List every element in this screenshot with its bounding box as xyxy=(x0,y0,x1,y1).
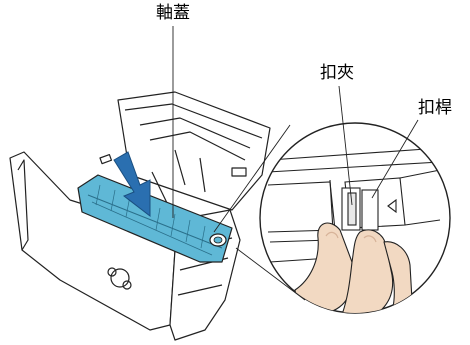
scanner-illustration xyxy=(9,91,271,341)
detail-callout xyxy=(213,122,451,314)
clip-label: 扣夾 xyxy=(320,63,354,83)
leader-lines xyxy=(172,26,419,218)
roller-cover-label: 軸蓋 xyxy=(156,3,190,23)
roller-cover xyxy=(77,174,233,263)
lever-label: 扣桿 xyxy=(418,98,452,118)
fingers xyxy=(294,222,413,313)
clip-leader xyxy=(338,85,353,206)
lever-leader xyxy=(371,119,419,199)
push-arrow xyxy=(113,151,151,218)
